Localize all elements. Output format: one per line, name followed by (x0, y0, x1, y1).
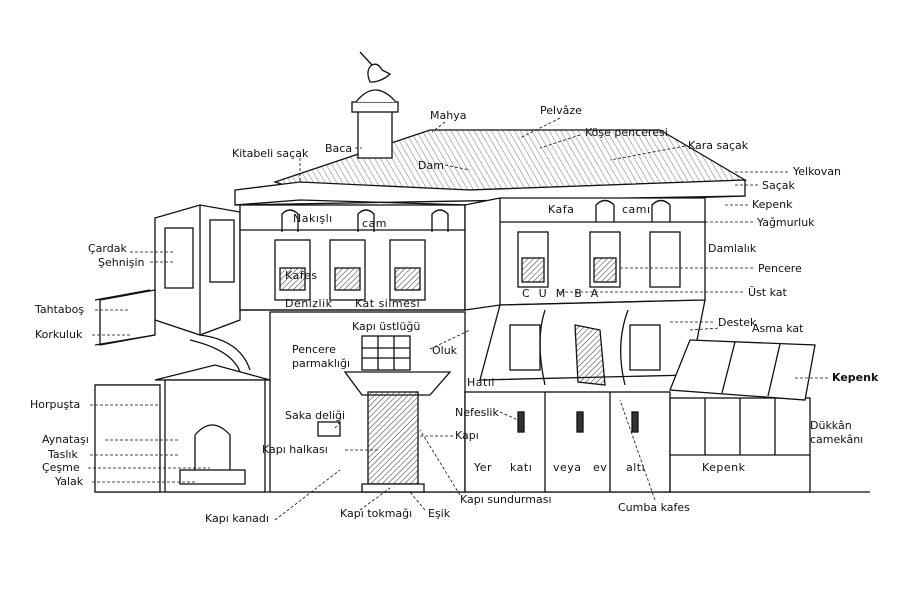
label-yagmurluk: Yağmurluk (757, 216, 815, 229)
roof (272, 129, 748, 191)
label-saka-deligi: Saka deliği (285, 409, 346, 422)
label-pencere-parmakligi-1: Pencere (292, 343, 336, 356)
label-nakisli: Nakışlı (293, 212, 333, 225)
label-ust-kat: Üst kat (748, 286, 787, 299)
label-pencere-parmakligi-2: parmaklığı (292, 357, 351, 370)
label-kepenk-right: Kepenk (832, 371, 879, 384)
label-tahtabos: Tahtaboş (35, 303, 85, 316)
label-aynatasi: Aynataşı (42, 433, 89, 446)
label-nefeslik: Nefeslik (455, 406, 499, 419)
label-cumba-kafes: Cumba kafes (618, 501, 690, 514)
label-pencere: Pencere (758, 262, 802, 275)
label-sehnisin: Şehnişin (98, 256, 145, 269)
label-cami: camı (622, 203, 651, 216)
label-destek: Destek (718, 316, 757, 329)
chimney (357, 109, 393, 159)
label-kapi-halkasi: Kapı halkası (262, 443, 328, 456)
label-cesme: Çeşme (42, 461, 80, 474)
label-kati: katı (510, 461, 533, 474)
label-veya: veya (553, 461, 582, 474)
label-cumba: CUMBA (522, 287, 608, 300)
label-horpusta: Horpuşta (30, 398, 81, 411)
label-alti: altı (626, 461, 646, 474)
label-kafes: Kafes (285, 269, 318, 282)
label-dukkan-camekani-1: Dükkân (810, 419, 852, 432)
label-kapi-ustlugu: Kapı üstlüğü (352, 320, 421, 333)
label-yer: Yer (474, 461, 493, 474)
label-kepenk-top: Kepenk (752, 198, 793, 211)
fountain-roof (154, 364, 271, 381)
shutter (669, 339, 816, 401)
door-lintel-window (361, 335, 411, 371)
label-kapi-sundurmasi: Kapı sundurması (460, 493, 552, 506)
door (367, 391, 419, 485)
label-denizlik: Denizlik (285, 297, 333, 310)
leader-lines (88, 117, 830, 521)
label-kara-sacak: Kara saçak (688, 139, 749, 152)
label-hatil: Hatıl (467, 376, 495, 389)
label-yalak: Yalak (55, 475, 84, 488)
label-kapi: Kapı (455, 429, 479, 442)
label-kepenk-shop: Kepenk (702, 461, 746, 474)
label-oluk: Oluk (432, 344, 458, 357)
label-asma-kat: Asma kat (752, 322, 804, 335)
building-outline (94, 51, 870, 493)
label-ev: ev (593, 461, 608, 474)
label-baca: Baca (325, 142, 353, 155)
cumba-lattice (574, 324, 606, 386)
label-dam: Dam (418, 159, 444, 172)
label-kafa: Kafa (548, 203, 575, 216)
label-kapi-tokmagi: Kapı tokmağı (340, 507, 413, 520)
label-yelkovan: Yelkovan (793, 165, 842, 178)
label-korkuluk: Korkuluk (35, 328, 83, 341)
label-cam: cam (362, 217, 388, 230)
left-bay (154, 204, 241, 336)
label-pelvaze: Pelvâze (540, 104, 582, 117)
label-dukkan-camekani-2: camekânı (810, 433, 864, 446)
label-kose-penceresi: Köşe penceresi (585, 126, 668, 139)
stork (367, 63, 392, 83)
label-cardak: Çardak (88, 242, 127, 255)
label-mahya: Mahya (430, 109, 467, 122)
label-taslik: Taslık (48, 448, 78, 461)
label-damlalik: Damlalık (708, 242, 757, 255)
label-kapi-kanadi: Kapı kanadı (205, 512, 269, 525)
label-kitabeli-sacak: Kitabeli saçak (232, 147, 309, 160)
label-kat-silmesi: Kat silmesi (355, 297, 421, 310)
label-sacak: Saçak (762, 179, 795, 192)
label-esik: Eşik (428, 507, 451, 520)
